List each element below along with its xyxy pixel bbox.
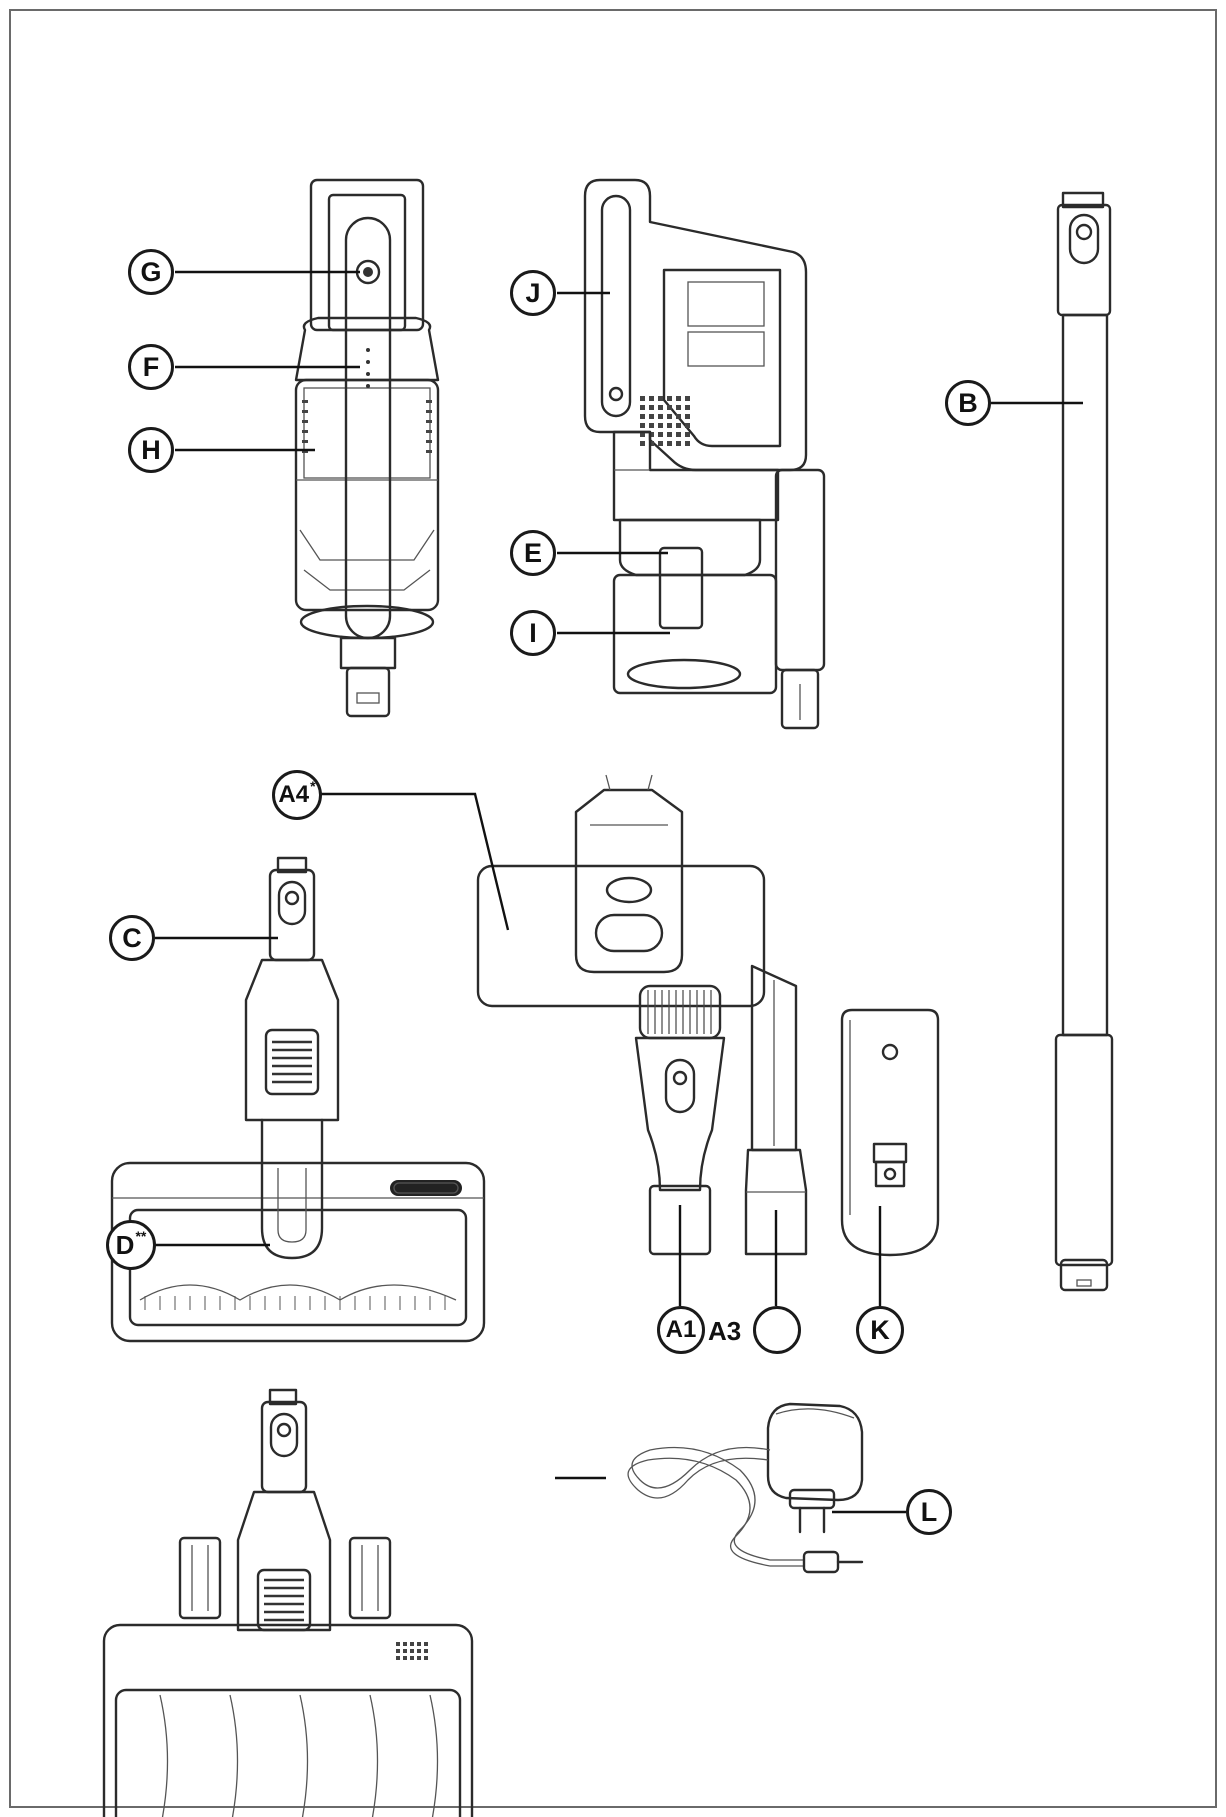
main-motorized-brush [110, 856, 486, 1343]
label-c-text: C [122, 922, 142, 953]
label-f: F [128, 344, 174, 390]
label-i: I [510, 610, 556, 656]
label-f-text: F [142, 351, 160, 382]
page-frame [9, 9, 1217, 1808]
label-b-text: B [958, 387, 978, 418]
extension-tube [1054, 191, 1114, 1292]
mini-motorized-brush [476, 774, 766, 1008]
label-h: H [128, 427, 174, 473]
label-k: K [856, 1306, 904, 1354]
label-a3-text: A3 [708, 1316, 742, 1346]
label-c: C [109, 915, 155, 961]
label-h-text: H [141, 434, 161, 465]
label-a4: A4* [272, 770, 322, 820]
leader-lines [155, 270, 1083, 1514]
wall-mount [840, 1008, 940, 1257]
label-g-text: G [140, 256, 162, 287]
label-b: B [945, 380, 991, 426]
handheld-unit-side [583, 178, 826, 730]
charger-adapter [627, 1402, 864, 1574]
label-a1: A1 [657, 1306, 705, 1354]
label-l-text: L [920, 1496, 938, 1527]
label-a3: A3 [708, 1316, 741, 1347]
label-g: G [128, 249, 174, 295]
label-e: E [510, 530, 556, 576]
label-e-text: E [523, 537, 542, 568]
label-l: L [906, 1489, 952, 1535]
label-k-text: K [870, 1314, 890, 1345]
handheld-unit-front [294, 178, 440, 718]
crevice-tool [744, 964, 808, 1256]
label-j-text: J [525, 277, 541, 308]
label-d-text: D [115, 1230, 135, 1260]
label-j: J [510, 270, 556, 316]
label-i-text: I [529, 617, 537, 648]
label-d-mark: ** [135, 1228, 147, 1244]
label-a4-text: A4 [278, 781, 310, 808]
label-a3-circle [753, 1306, 801, 1354]
label-d: D** [106, 1220, 156, 1270]
label-a4-mark: * [310, 778, 316, 794]
soft-roller-brush [102, 1388, 474, 1817]
label-a1-text: A1 [665, 1316, 697, 1343]
